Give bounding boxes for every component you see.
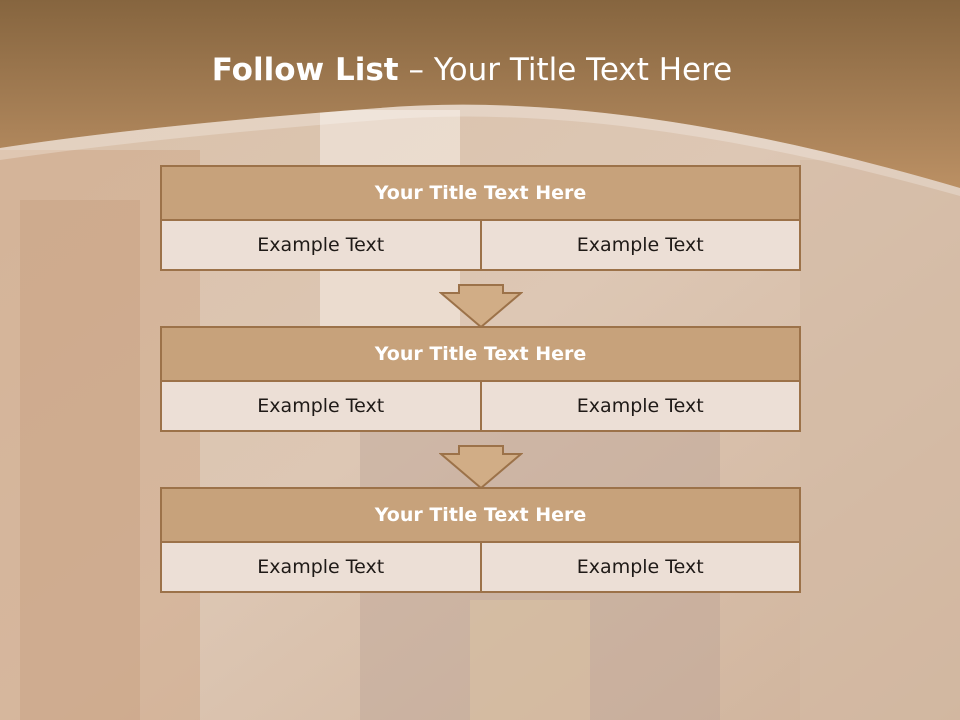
slide-title: Follow List – Your Title Text Here bbox=[0, 52, 944, 88]
down-arrow-icon bbox=[439, 284, 523, 328]
flow-cell-right[interactable]: Example Text bbox=[479, 543, 800, 591]
flow-cell-right[interactable]: Example Text bbox=[479, 382, 800, 430]
flow-block-title[interactable]: Your Title Text Here bbox=[160, 326, 801, 382]
flow-cell-left[interactable]: Example Text bbox=[257, 395, 385, 417]
flow-block-title[interactable]: Your Title Text Here bbox=[160, 487, 801, 543]
flow-block-2[interactable]: Your Title Text Here Example Text Exampl… bbox=[160, 326, 801, 432]
flow-cell-right[interactable]: Example Text bbox=[479, 221, 800, 269]
flow-cell-left[interactable]: Example Text bbox=[257, 556, 385, 578]
flow-block-1[interactable]: Your Title Text Here Example Text Exampl… bbox=[160, 165, 801, 271]
flow-block-cells: Example Text Example Text bbox=[160, 382, 801, 432]
flow-block-title[interactable]: Your Title Text Here bbox=[160, 165, 801, 221]
slide-title-rest: – Your Title Text Here bbox=[398, 52, 733, 88]
down-arrow-icon bbox=[439, 445, 523, 489]
flow-cell-left[interactable]: Example Text bbox=[257, 234, 385, 256]
flow-block-3[interactable]: Your Title Text Here Example Text Exampl… bbox=[160, 487, 801, 593]
flow-block-cells: Example Text Example Text bbox=[160, 543, 801, 593]
flow-block-cells: Example Text Example Text bbox=[160, 221, 801, 271]
slide-title-bold: Follow List bbox=[211, 52, 399, 88]
